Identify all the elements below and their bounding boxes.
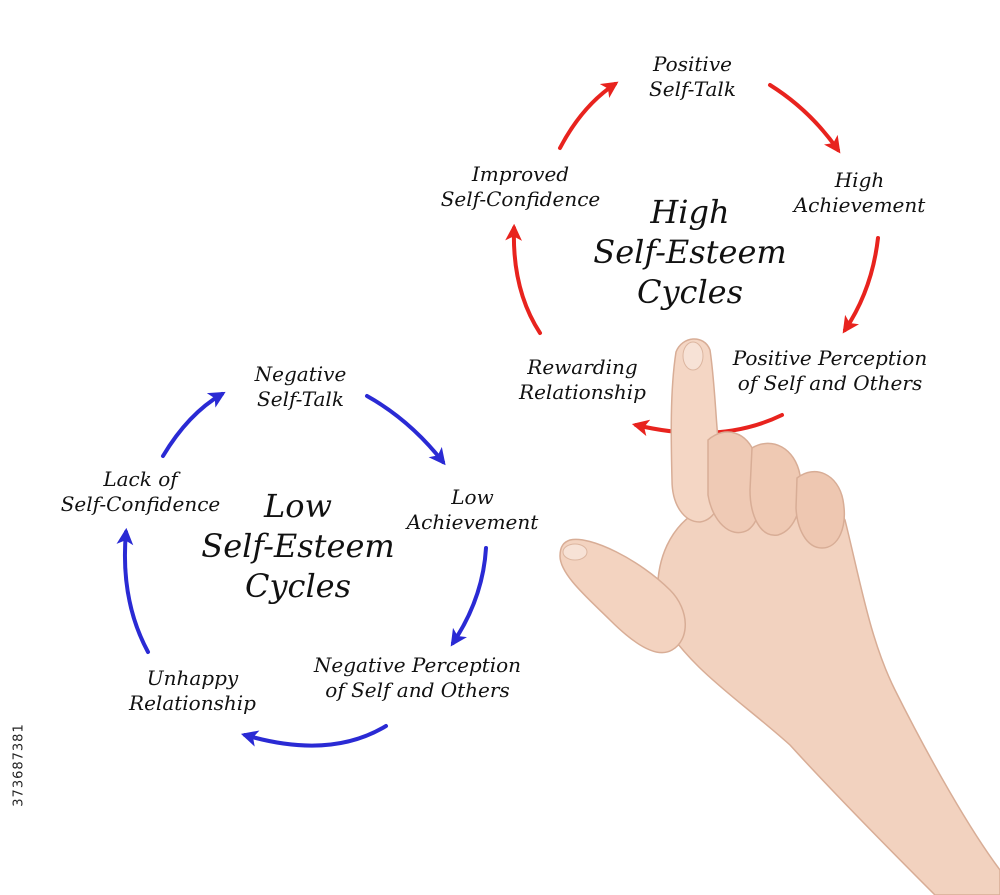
low-cycle-title: Low Self-Esteem Cycles xyxy=(201,487,395,605)
node-positive-perception: Positive Perception of Self and Others xyxy=(732,346,928,395)
arrow-high-confidence-to-talk xyxy=(558,81,619,150)
low-cycle-arrows xyxy=(116,391,488,748)
arrow-low-relationship-to-confidence xyxy=(116,527,150,654)
hand-little-finger xyxy=(795,470,845,549)
high-cycle-title: High Self-Esteem Cycles xyxy=(593,193,787,311)
node-negative-self-talk: Negative Self-Talk xyxy=(254,362,347,411)
node-positive-self-talk: Positive Self-Talk xyxy=(649,52,736,101)
arrow-low-perception-to-relationship xyxy=(240,724,388,748)
arrow-low-confidence-to-talk xyxy=(161,391,226,458)
stock-image-id: 373687381 xyxy=(11,723,27,807)
node-rewarding-relationship: Rewarding Relationship xyxy=(519,355,646,404)
hand-ring-finger xyxy=(749,442,802,536)
arrow-high-talk-to-achievement xyxy=(768,83,841,154)
node-improved-self-confidence: Improved Self-Confidence xyxy=(440,162,601,211)
node-negative-perception: Negative Perception of Self and Others xyxy=(313,653,522,702)
arrow-low-talk-to-achievement xyxy=(365,394,446,466)
hand-thumb xyxy=(559,538,686,654)
node-lack-of-self-confidence: Lack of Self-Confidence xyxy=(60,467,221,516)
node-unhappy-relationship: Unhappy Relationship xyxy=(129,666,256,715)
index-fingernail xyxy=(682,341,704,371)
node-low-achievement: Low Achievement xyxy=(406,485,539,534)
arrow-high-relationship-to-confidence xyxy=(505,223,542,335)
thumb-nail xyxy=(562,543,588,561)
node-high-achievement: High Achievement xyxy=(793,168,926,217)
arrow-high-achievement-to-perception xyxy=(842,236,880,334)
arrow-low-achievement-to-perception xyxy=(450,546,488,647)
